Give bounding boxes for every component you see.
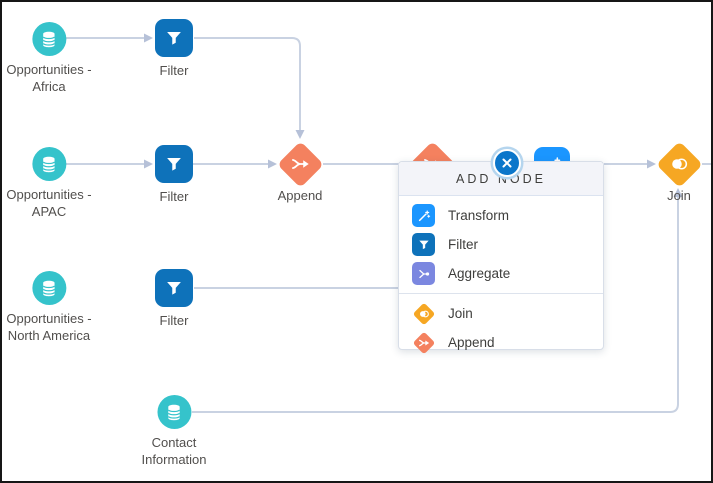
add-node-popup: ADD NODE Transform Filter Aggregate: [398, 149, 604, 354]
node-label: Append: [277, 188, 323, 203]
node-filter-1[interactable]: Filter: [155, 19, 193, 79]
menu-item-aggregate[interactable]: Aggregate: [399, 259, 603, 288]
database-icon: [31, 147, 66, 181]
node-filter-3[interactable]: Filter: [155, 269, 193, 329]
node-label: Opportunities -Africa: [6, 62, 92, 94]
close-icon[interactable]: [493, 149, 521, 177]
database-icon: [31, 22, 66, 56]
funnel-icon: [155, 269, 193, 307]
merge-arrow-icon: [276, 140, 324, 188]
magic-wand-icon: [412, 204, 435, 227]
arrowhead: [144, 33, 683, 197]
connector: [66, 37, 711, 413]
venn-icon: [655, 140, 703, 188]
menu-item-label: Transform: [448, 208, 510, 223]
venn-icon: [412, 302, 435, 325]
database-icon: [31, 271, 66, 305]
node-label: Opportunities -North America: [6, 311, 92, 343]
funnel-icon: [155, 19, 193, 57]
node-label: Join: [667, 188, 691, 203]
menu-item-append[interactable]: Append: [399, 328, 603, 357]
add-node-menu-section-2: Join Append: [399, 293, 603, 357]
node-filter-2[interactable]: Filter: [155, 145, 193, 205]
node-label: Filter: [159, 189, 189, 204]
node-append-1[interactable]: Append: [276, 140, 324, 204]
node-label: Opportunities -APAC: [6, 187, 92, 219]
popup-title: ADD NODE: [399, 162, 603, 196]
node-source-africa[interactable]: Opportunities -Africa: [6, 22, 92, 95]
menu-item-label: Join: [448, 306, 473, 321]
funnel-icon: [412, 233, 435, 256]
node-label: Filter: [159, 63, 189, 78]
menu-item-label: Append: [448, 335, 495, 350]
menu-item-label: Aggregate: [448, 266, 511, 281]
menu-item-filter[interactable]: Filter: [399, 230, 603, 259]
aggregate-icon: [412, 262, 435, 285]
database-icon: [156, 395, 191, 429]
node-source-north-america[interactable]: Opportunities -North America: [6, 271, 92, 344]
menu-item-label: Filter: [448, 237, 478, 252]
node-label: Filter: [159, 313, 189, 328]
menu-item-transform[interactable]: Transform: [399, 201, 603, 230]
add-node-menu-section-1: Transform Filter Aggregate: [399, 196, 603, 293]
funnel-icon: [155, 145, 193, 183]
node-source-apac[interactable]: Opportunities -APAC: [6, 147, 92, 220]
merge-arrow-icon: [412, 331, 435, 354]
node-join-1[interactable]: Join: [655, 140, 703, 204]
menu-item-join[interactable]: Join: [399, 299, 603, 328]
